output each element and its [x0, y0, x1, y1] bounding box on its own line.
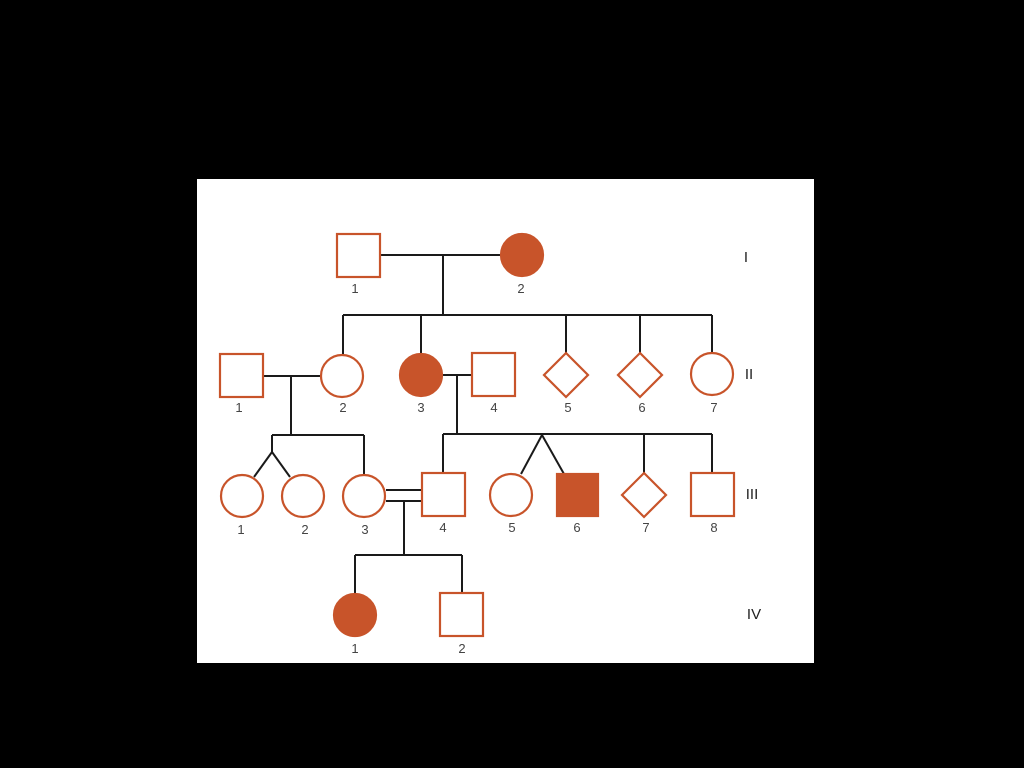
pedigree-chart: 1 2 1 2 3 4 5 6 7 1 2 3: [197, 179, 814, 663]
affected-female-symbol: [332, 592, 378, 638]
individual-number: 7: [710, 400, 717, 415]
pedigree-svg: 1 2 1 2 3 4 5 6 7 1 2 3: [218, 232, 761, 656]
individual-III-2: 2: [280, 473, 326, 537]
male-symbol: [689, 471, 736, 518]
generation-label-II: II: [745, 366, 753, 383]
male-symbol: [420, 471, 467, 518]
individual-number: 4: [490, 400, 497, 415]
individual-number: 1: [235, 400, 242, 415]
individual-number: 3: [417, 400, 424, 415]
individual-number: 5: [564, 400, 571, 415]
affected-male-symbol: [555, 472, 600, 518]
unknown-sex-symbol: [542, 351, 590, 399]
generation-label-III: III: [746, 486, 759, 503]
female-symbol: [219, 473, 265, 519]
individual-II-5: 5: [542, 351, 590, 415]
individual-number: 4: [439, 520, 446, 535]
individual-number: 2: [517, 281, 524, 296]
male-symbol: [218, 352, 265, 399]
female-symbol: [488, 472, 534, 518]
individual-number: 6: [638, 400, 645, 415]
twin-line-III-2: [271, 451, 291, 478]
female-symbol: [341, 473, 387, 519]
individual-number: 5: [508, 520, 515, 535]
female-symbol: [689, 351, 735, 397]
individual-II-7: 7: [689, 351, 735, 415]
individual-III-3: 3: [341, 473, 387, 537]
unknown-sex-symbol: [616, 351, 664, 399]
individual-II-3: 3: [398, 352, 444, 415]
generation-label-I: I: [744, 249, 748, 266]
individual-IV-2: 2: [438, 591, 485, 656]
affected-female-symbol: [499, 232, 545, 278]
twin-line-III-6: [541, 434, 565, 475]
generation-label-IV: IV: [747, 606, 761, 623]
individual-III-6: 6: [555, 472, 600, 535]
individual-IV-1: 1: [332, 592, 378, 656]
individual-number: 7: [642, 520, 649, 535]
twin-line-III-5: [520, 434, 543, 475]
unknown-sex-symbol: [620, 471, 668, 519]
male-symbol: [438, 591, 485, 638]
individual-III-5: 5: [488, 472, 534, 535]
individual-number: 1: [351, 641, 358, 656]
individual-II-2: 2: [319, 353, 365, 415]
individual-III-4: 4: [420, 471, 467, 535]
individual-number: 1: [237, 522, 244, 537]
male-symbol: [335, 232, 382, 279]
female-symbol: [280, 473, 326, 519]
twin-line-III-1: [253, 451, 273, 478]
individual-number: 2: [458, 641, 465, 656]
female-symbol: [319, 353, 365, 399]
individual-II-6: 6: [616, 351, 664, 415]
pedigree-lines: [253, 254, 713, 594]
affected-female-symbol: [398, 352, 444, 398]
individual-I-2: 2: [499, 232, 545, 296]
individual-number: 6: [573, 520, 580, 535]
individual-I-1: 1: [335, 232, 382, 296]
individual-number: 3: [361, 522, 368, 537]
individual-III-7: 7: [620, 471, 668, 535]
individual-number: 2: [301, 522, 308, 537]
individual-II-4: 4: [470, 351, 517, 415]
individual-number: 2: [339, 400, 346, 415]
individual-number: 8: [710, 520, 717, 535]
individual-number: 1: [351, 281, 358, 296]
individual-III-1: 1: [219, 473, 265, 537]
male-symbol: [470, 351, 517, 398]
individual-II-1: 1: [218, 352, 265, 415]
individual-III-8: 8: [689, 471, 736, 535]
